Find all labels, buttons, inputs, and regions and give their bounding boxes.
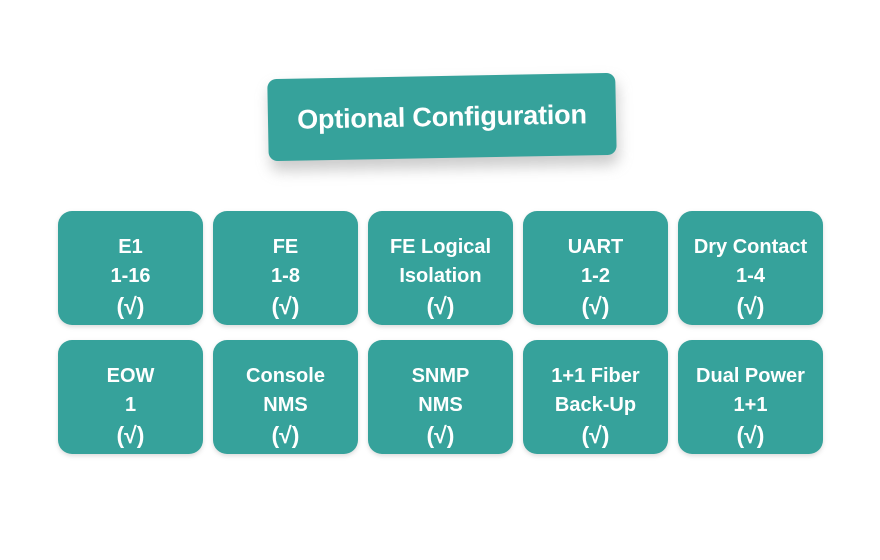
option-card-check-icon: (√) — [116, 422, 145, 448]
header-banner: Optional Configuration — [267, 72, 619, 172]
option-card-fe[interactable]: FE 1-8 (√) — [213, 211, 358, 325]
option-card-text: Console NMS (√) — [199, 362, 372, 450]
option-card-fiber-backup[interactable]: 1+1 Fiber Back-Up (√) — [523, 340, 668, 454]
option-card-detail: 1-4 — [736, 265, 765, 287]
option-card-text: E1 1-16 (√) — [44, 233, 217, 321]
option-card-detail: 1+1 — [733, 394, 768, 416]
option-card-fe-logical-isolation[interactable]: FE Logical Isolation (√) — [368, 211, 513, 325]
option-card-check-icon: (√) — [581, 422, 610, 448]
option-card-title: EOW — [106, 365, 155, 387]
option-card-snmp-nms[interactable]: SNMP NMS (√) — [368, 340, 513, 454]
option-card-title: UART — [567, 236, 624, 258]
option-card-detail: 1 — [124, 394, 137, 416]
option-card-title: FE Logical — [389, 236, 492, 258]
option-card-detail: 1-16 — [110, 265, 151, 287]
option-card-e1[interactable]: E1 1-16 (√) — [58, 211, 203, 325]
header-banner-body: Optional Configuration — [267, 72, 617, 162]
option-card-check-icon: (√) — [426, 293, 455, 319]
option-card-title: Console — [246, 365, 325, 387]
option-card-text: Dual Power 1+1 (√) — [664, 362, 837, 450]
option-card-check-icon: (√) — [271, 293, 300, 319]
option-card-grid: E1 1-16 (√) FE 1-8 (√) FE Logical Isolat… — [58, 211, 823, 454]
option-card-check-icon: (√) — [581, 293, 610, 319]
option-card-title: 1+1 Fiber — [551, 365, 640, 387]
option-card-check-icon: (√) — [736, 422, 765, 448]
option-card-text: SNMP NMS (√) — [354, 362, 527, 450]
card-row-2: EOW 1 (√) Console NMS (√) SNMP NMS (√) — [58, 340, 823, 454]
option-card-detail: NMS — [418, 394, 463, 416]
option-card-text: FE 1-8 (√) — [199, 233, 372, 321]
option-card-detail: Isolation — [399, 265, 482, 287]
option-card-title: FE — [272, 236, 299, 258]
option-card-eow[interactable]: EOW 1 (√) — [58, 340, 203, 454]
option-card-title: SNMP — [411, 365, 470, 387]
option-card-title: Dry Contact — [693, 236, 808, 258]
option-card-detail: NMS — [263, 394, 308, 416]
option-card-check-icon: (√) — [116, 293, 145, 319]
option-card-console-nms[interactable]: Console NMS (√) — [213, 340, 358, 454]
option-card-text: UART 1-2 (√) — [509, 233, 682, 321]
option-card-detail: 1-2 — [581, 265, 610, 287]
card-row-1: E1 1-16 (√) FE 1-8 (√) FE Logical Isolat… — [58, 211, 823, 325]
option-card-check-icon: (√) — [426, 422, 455, 448]
option-card-check-icon: (√) — [271, 422, 300, 448]
option-card-check-icon: (√) — [736, 293, 765, 319]
option-card-text: Dry Contact 1-4 (√) — [664, 233, 837, 321]
page-title: Optional Configuration — [296, 98, 587, 135]
option-card-detail: Back-Up — [554, 394, 637, 416]
option-card-dual-power[interactable]: Dual Power 1+1 (√) — [678, 340, 823, 454]
option-card-text: 1+1 Fiber Back-Up (√) — [509, 362, 682, 450]
option-card-title: Dual Power — [696, 365, 805, 387]
option-card-title: E1 — [118, 236, 143, 258]
option-card-text: EOW 1 (√) — [44, 362, 217, 450]
option-card-detail: 1-8 — [271, 265, 300, 287]
option-card-uart[interactable]: UART 1-2 (√) — [523, 211, 668, 325]
option-card-dry-contact[interactable]: Dry Contact 1-4 (√) — [678, 211, 823, 325]
option-card-text: FE Logical Isolation (√) — [354, 233, 527, 321]
